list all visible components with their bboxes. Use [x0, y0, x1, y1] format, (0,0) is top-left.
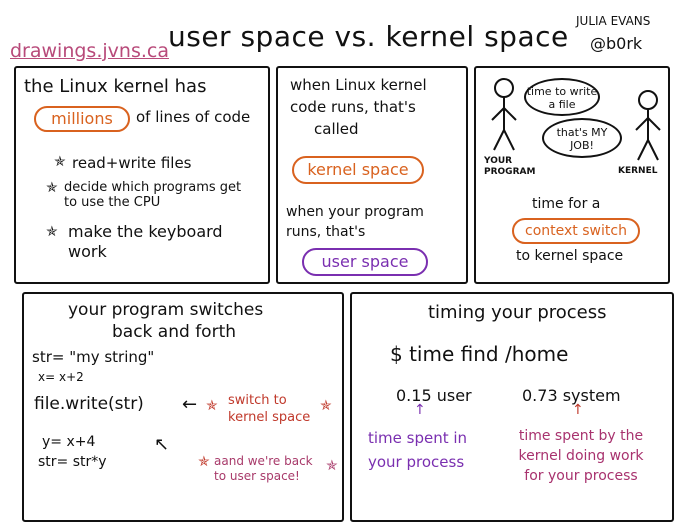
stick-figures-illustration: [491, 78, 661, 161]
code-line-5: str= str*y: [38, 454, 107, 470]
speech-bubble-program: time to write a file: [524, 78, 600, 116]
code-line-3: file.write(str): [34, 394, 144, 414]
note-switch-to-kernel: switch to kernel space: [228, 393, 311, 425]
star-icon: ✯: [54, 154, 66, 170]
code-line-1: str= "my string": [32, 348, 155, 366]
panel3-line1: time for a: [532, 196, 601, 212]
speech-bubble-kernel: that's MY JOB!: [542, 118, 622, 158]
user-space-highlight: user space: [302, 248, 428, 276]
panel3-line2: to kernel space: [516, 248, 624, 264]
code-line-2: x= x+2: [38, 370, 84, 384]
author-name: JULIA EVANS: [576, 14, 651, 28]
site-url: drawings.jvns.ca: [10, 40, 169, 62]
system-time-value: 0.73 system: [522, 386, 621, 405]
panel2-line3: called: [314, 120, 359, 138]
system-time-note: time spent by the kernel doing work for …: [518, 428, 644, 484]
user-time-note: time spent in your process: [368, 429, 468, 471]
star-icon: ✯: [206, 398, 218, 414]
star-icon: ✯: [326, 458, 338, 474]
bullet-3: make the keyboard work: [68, 222, 223, 261]
star-icon: ✯: [46, 180, 58, 196]
curved-arrow-icon: ↖: [154, 434, 170, 455]
author-handle: @b0rk: [590, 34, 643, 53]
millions-highlight: millions: [34, 106, 130, 132]
panel-kernel-space: when Linux kernel code runs, that's call…: [276, 66, 468, 284]
panel2-line5: runs, that's: [286, 224, 366, 240]
note-back-to-user: aand we're back to user space!: [214, 454, 313, 483]
panel-linux-kernel: the Linux kernel has millions of lines o…: [14, 66, 270, 284]
panel2-line2: code runs, that's: [290, 98, 416, 116]
panel-timing: timing your process $ time find /home 0.…: [350, 292, 674, 522]
arrow-up-icon: ↑: [414, 402, 426, 418]
label-kernel: KERNEL: [618, 166, 658, 176]
star-icon: ✯: [46, 224, 58, 240]
panel4-title1: your program switches: [68, 300, 264, 320]
star-icon: ✯: [320, 398, 332, 414]
panel5-title: timing your process: [428, 302, 607, 323]
time-command: $ time find /home: [390, 342, 569, 366]
bullet-1: read+write files: [72, 154, 192, 172]
kernel-space-highlight: kernel space: [292, 156, 424, 184]
arrow-left-icon: ←: [182, 394, 198, 415]
panel1-line2: of lines of code: [136, 108, 251, 126]
label-your-program: YOUR PROGRAM: [484, 156, 536, 177]
code-line-4: y= x+4: [42, 434, 96, 450]
arrow-up-icon: ↑: [572, 402, 584, 418]
star-icon: ✯: [198, 454, 210, 470]
context-switch-highlight: context switch: [512, 218, 640, 244]
panel-switches: your program switches back and forth str…: [22, 292, 344, 522]
panel4-title2: back and forth: [112, 322, 237, 342]
panel-context-switch: time to write a file that's MY JOB! YOUR…: [474, 66, 670, 284]
panel2-line4: when your program: [286, 204, 424, 220]
bullet-2: decide which programs get to use the CPU: [64, 180, 242, 210]
panel2-line1: when Linux kernel: [290, 76, 427, 94]
panel1-line1: the Linux kernel has: [24, 76, 207, 97]
page-title: user space vs. kernel space: [168, 20, 569, 53]
user-time-value: 0.15 user: [396, 386, 472, 405]
